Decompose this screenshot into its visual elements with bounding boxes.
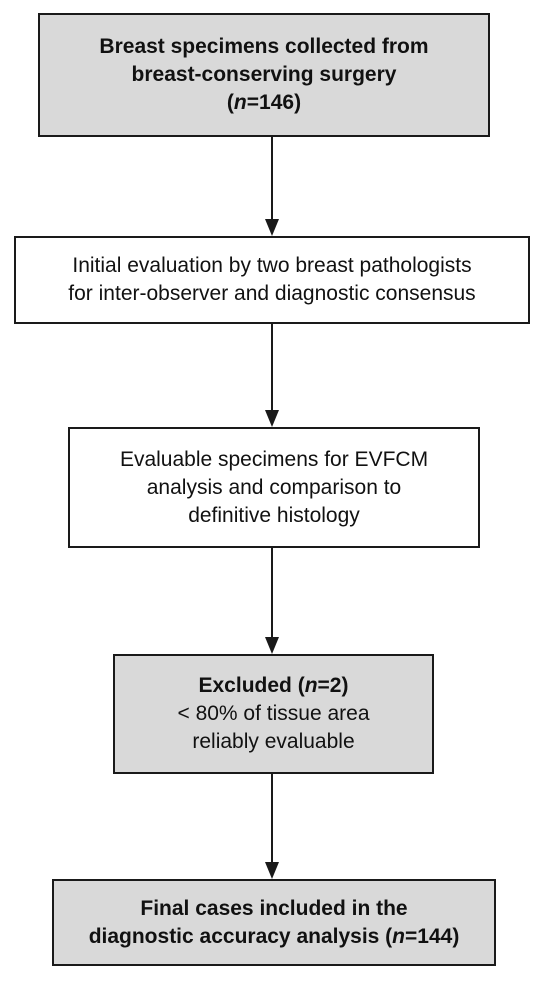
collected-line-2: breast-conserving surgery: [131, 63, 397, 86]
final-cases-box: Final cases included in the diagnostic a…: [52, 879, 496, 966]
collected-line-1: Breast specimens collected from: [99, 35, 429, 58]
arrowhead-1: [265, 219, 279, 236]
excluded-title-text: Excluded: [198, 674, 292, 697]
final-line-1: Final cases included in the: [140, 896, 408, 920]
evaluable-specimens-box: Evaluable specimens for EVFCM analysis a…: [68, 427, 480, 548]
excluded-n-label: n: [304, 674, 318, 697]
excluded-box: Excluded (n=2) < 80% of tissue area reli…: [113, 654, 434, 774]
collected-n-label: n: [233, 91, 247, 114]
arrowhead-4: [265, 862, 279, 879]
excluded-line-3: reliably evaluable: [192, 730, 355, 753]
excluded-n-value: =2: [317, 674, 342, 697]
evaluable-line-2: analysis and comparison to: [146, 475, 402, 499]
excluded-title: Excluded (n=2): [198, 674, 349, 697]
final-line-2-prefix: diagnostic accuracy analysis: [88, 924, 380, 948]
initial-evaluation-line-1: Initial evaluation by two breast patholo…: [72, 254, 472, 277]
final-line-2: diagnostic accuracy analysis (n=144): [88, 924, 460, 948]
collected-specimens-box: Breast specimens collected from breast-c…: [38, 13, 490, 137]
excluded-line-2: < 80% of tissue area: [177, 702, 370, 725]
final-n-label: n: [392, 924, 405, 948]
evaluable-line-1: Evaluable specimens for EVFCM: [119, 447, 429, 471]
arrowhead-2: [265, 410, 279, 427]
initial-evaluation-box: Initial evaluation by two breast patholo…: [14, 236, 530, 324]
arrowhead-3: [265, 637, 279, 654]
collected-count: (n=146): [226, 91, 302, 114]
collected-n-value: =146: [246, 91, 295, 114]
initial-evaluation-line-2: for inter-observer and diagnostic consen…: [68, 282, 476, 305]
evaluable-line-3: definitive histology: [188, 503, 360, 527]
final-n-value: =144: [405, 924, 453, 948]
